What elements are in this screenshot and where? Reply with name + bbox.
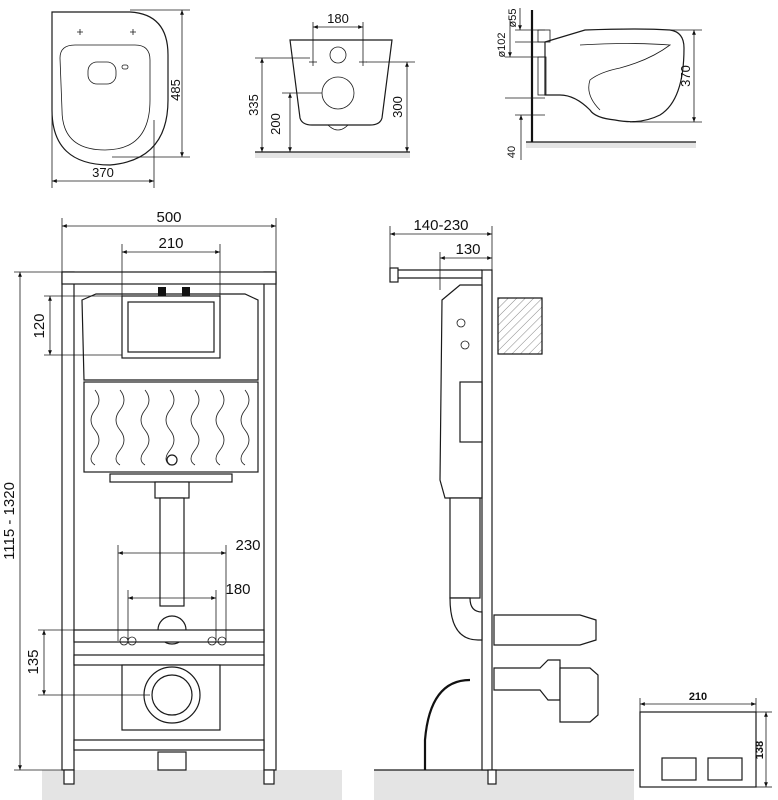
dim-height-200: 200 <box>268 113 283 135</box>
dim-outer-holes: 230 <box>235 537 260 554</box>
dim-bowl-width: 370 <box>92 165 114 180</box>
dim-side-depth: 130 <box>455 241 480 258</box>
dim-side-depth: 370 <box>678 65 693 87</box>
dim-frame-width: 500 <box>156 209 181 226</box>
toilet-rear-view: 180 335 200 300 <box>246 11 415 158</box>
dim-plate-width: 210 <box>689 691 707 703</box>
toilet-top-view: 485 370 <box>51 9 190 188</box>
dim-panel-width: 210 <box>158 235 183 252</box>
dim-d102: ø102 <box>496 32 508 57</box>
dim-d55: ø55 <box>507 9 519 28</box>
dim-plate-height: 138 <box>754 741 766 759</box>
flush-plate: 210 138 <box>639 691 772 788</box>
dim-floor: 40 <box>506 146 518 158</box>
dim-hole-spacing: 180 <box>327 11 349 26</box>
dim-bowl-length: 485 <box>168 79 183 101</box>
dim-panel-height: 120 <box>31 313 48 338</box>
frame-front-view: 500 210 120 1115 - 1320 230 180 135 <box>1 209 342 800</box>
frame-side-view: 140-230 130 <box>374 217 634 800</box>
dim-height-300: 300 <box>390 96 405 118</box>
toilet-side-view: ø55 ø102 40 370 <box>496 8 702 160</box>
dim-frame-height: 1115 - 1320 <box>1 482 18 560</box>
dim-side-depth-range: 140-230 <box>413 217 468 234</box>
dim-outlet-height: 135 <box>25 649 42 674</box>
dim-height-335: 335 <box>246 94 261 116</box>
dim-inner-holes: 180 <box>225 581 250 598</box>
